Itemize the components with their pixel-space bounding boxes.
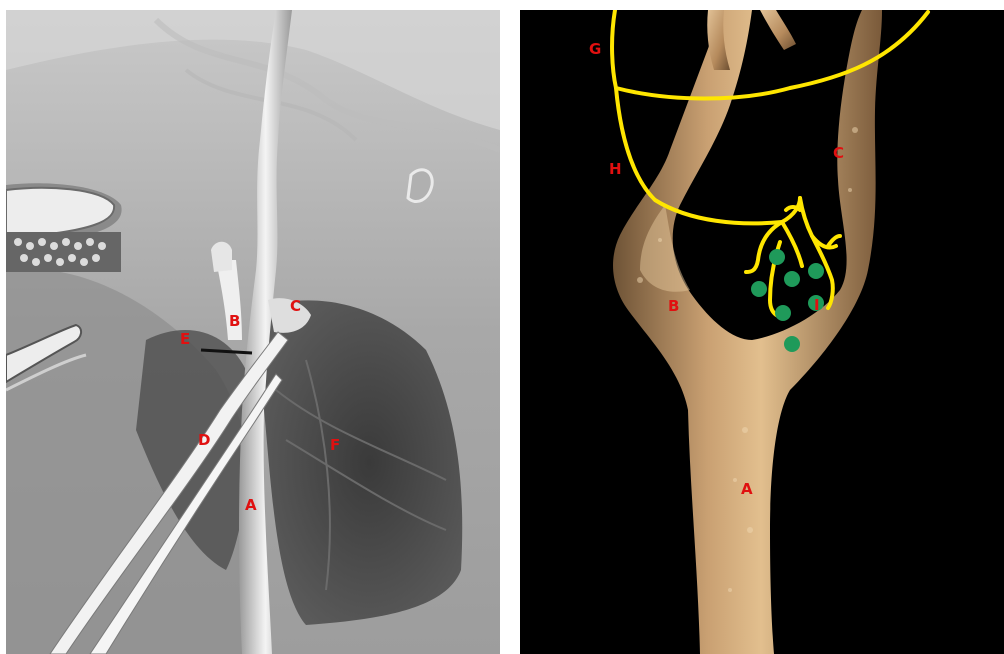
radiograph-image (6, 10, 500, 654)
label-C: C (290, 299, 301, 314)
label-C: C (833, 146, 844, 161)
label-B: B (668, 299, 679, 314)
label-H: H (609, 162, 622, 177)
angiography-3d-panel: G H C B I A (520, 10, 1004, 654)
label-B: B (229, 314, 240, 329)
label-G: G (589, 42, 601, 57)
label-I: I (814, 298, 820, 313)
green-dot (751, 281, 767, 297)
green-dot (784, 271, 800, 287)
vessel-3d-image (520, 10, 1004, 654)
green-dot (775, 305, 791, 321)
green-dot (769, 249, 785, 265)
label-E: E (180, 332, 190, 347)
label-F: F (330, 438, 340, 453)
label-A: A (741, 482, 753, 497)
label-D: D (198, 433, 210, 448)
radiograph-panel: B C E D F A (6, 10, 500, 654)
green-dot (808, 263, 824, 279)
green-dot (784, 336, 800, 352)
label-A: A (245, 498, 257, 513)
